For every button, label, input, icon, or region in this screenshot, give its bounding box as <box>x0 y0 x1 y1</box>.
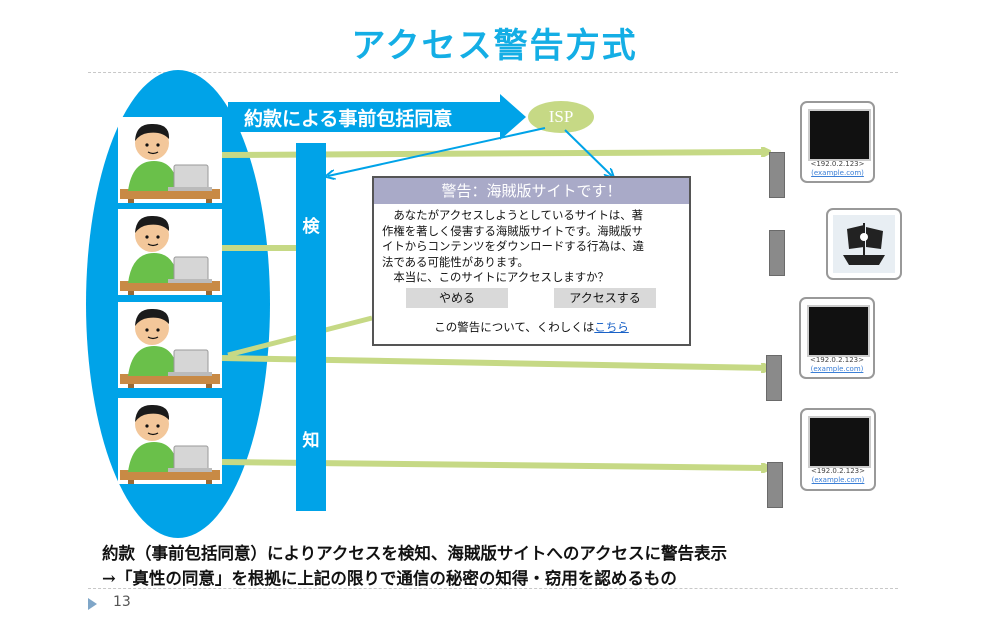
page-number: 13 <box>113 594 131 610</box>
person-at-laptop-icon <box>120 404 220 484</box>
pirate-card <box>826 208 902 280</box>
slide-title: アクセス警告方式 <box>351 26 638 66</box>
title-divider <box>88 72 898 73</box>
user-illustration-2 <box>118 209 222 295</box>
site-card-1: <192.0.2.123> (example.com) <box>800 101 875 183</box>
warning-line-3: イトからコンテンツをダウンロードする行為は、違 <box>382 239 644 253</box>
warning-title: 警告：海賊版サイトです！ <box>374 178 689 204</box>
user-illustration-1 <box>118 117 222 203</box>
details-link[interactable]: こちら <box>594 320 629 334</box>
person-at-laptop-icon <box>120 308 220 388</box>
warning-footer-text: この警告について、くわしくは <box>434 320 595 334</box>
access-button[interactable]: アクセスする <box>554 288 656 308</box>
footer-divider <box>88 588 898 589</box>
consent-label: 約款による事前包括同意 <box>244 108 453 130</box>
site-domain: (example.com) <box>810 365 864 373</box>
site-card-2: <192.0.2.123> (example.com) <box>799 297 875 379</box>
warning-footer: この警告について、くわしくはこちら <box>374 319 689 335</box>
caption-line-1: 約款（事前包括同意）によりアクセスを検知、海賊版サイトへのアクセスに警告表示 <box>102 544 728 563</box>
cancel-button[interactable]: やめる <box>406 288 508 308</box>
warning-line-2: 作権を著しく侵害する海賊版サイトです。海賊版サ <box>382 223 643 238</box>
consent-arrow <box>228 94 526 140</box>
server-icon <box>767 462 783 508</box>
page-marker-icon <box>88 598 97 610</box>
site-ip: <192.0.2.123> <box>809 356 865 364</box>
site-card-3: <192.0.2.123> (example.com) <box>800 408 876 491</box>
warning-line-5: 本当に、このサイトにアクセスしますか？ <box>382 270 609 284</box>
site-ip: <192.0.2.123> <box>810 467 866 475</box>
person-at-laptop-icon <box>120 215 220 295</box>
server-icon <box>766 355 782 401</box>
site-ip: <192.0.2.123> <box>810 160 865 168</box>
pirate-site-image <box>808 416 871 468</box>
isp-label: ISP <box>528 101 594 133</box>
pirate-site-image <box>808 109 871 161</box>
server-icon <box>769 230 785 276</box>
pirate-ship-icon <box>833 215 895 273</box>
user-illustration-3 <box>118 302 222 388</box>
pirate-site-image <box>807 305 870 357</box>
person-at-laptop-icon <box>120 123 220 203</box>
detect-char-2: 知 <box>302 431 320 451</box>
warning-body: あなたがアクセスしようとしているサイトは、著 作権を著しく侵害する海賊版サイトで… <box>382 208 682 286</box>
warning-line-4: 法である可能性があります。 <box>382 254 529 269</box>
server-icon <box>769 152 785 198</box>
user-illustration-4 <box>118 398 222 484</box>
detection-bar <box>296 143 326 511</box>
site-domain: (example.com) <box>811 169 864 177</box>
caption-line-2: →「真性の同意」を根拠に上記の限りで通信の秘密の知得・窃用を認めるもの <box>102 569 677 588</box>
warning-line-1: あなたがアクセスしようとしているサイトは、著 <box>382 208 644 222</box>
detect-char-1: 検 <box>302 217 320 237</box>
warning-dialog: 警告：海賊版サイトです！ あなたがアクセスしようとしているサイトは、著 作権を著… <box>372 176 691 346</box>
site-domain: (example.com) <box>811 476 865 484</box>
